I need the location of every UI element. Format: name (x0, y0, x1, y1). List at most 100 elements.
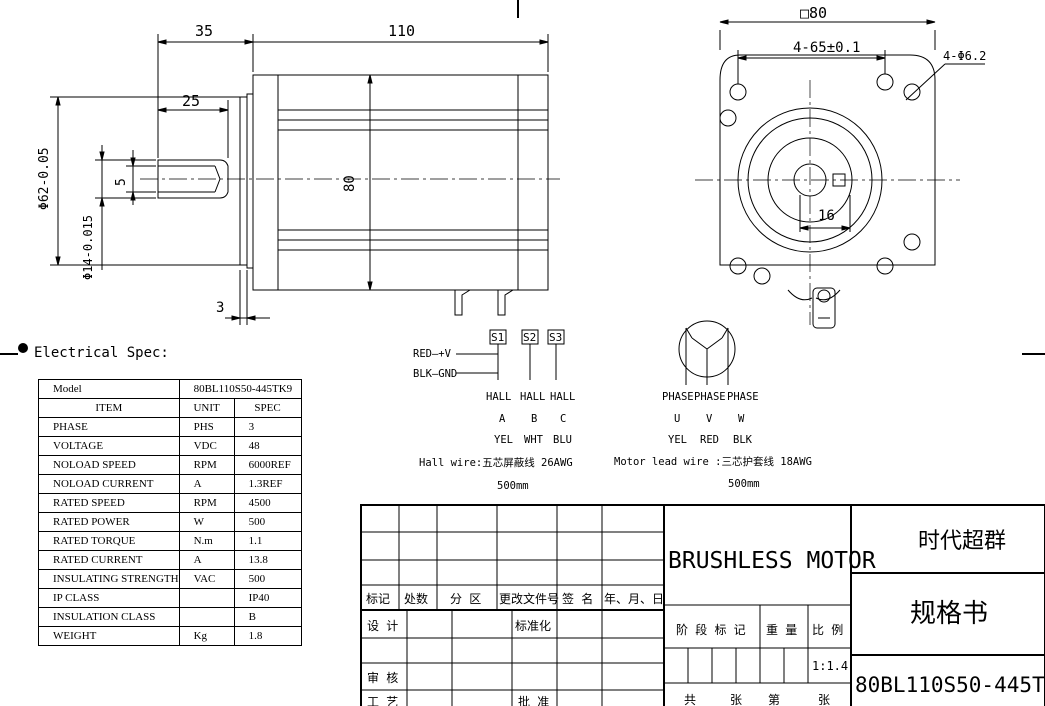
hall-wire-spec: Hall wire:五芯屏蔽线 26AWG (419, 456, 573, 469)
stage-label: 阶 段 标 记 (676, 622, 746, 637)
rev-col-zone: 分 区 (450, 592, 481, 606)
part-number: 80BL110S50-445TK9 (855, 673, 1045, 697)
spec-value: 1.1 (233, 531, 302, 551)
rev-col-mark: 标记 (366, 592, 390, 606)
approve-label: 批 准 (518, 694, 549, 706)
dim-14: Φ14-0.015 (81, 215, 95, 280)
spec-title: Electrical Spec: (34, 345, 169, 361)
sensor-s2: S2 (523, 331, 536, 344)
spec-value: 3 (233, 417, 302, 437)
spec-item: VOLTAGE (38, 436, 180, 456)
phase-name-w: W (738, 413, 745, 425)
spec-item: NOLOAD SPEED (38, 455, 180, 475)
table-row: IP CLASS IP40 (38, 588, 302, 608)
phase-color-u: YEL (668, 434, 687, 446)
spec-value: 48 (233, 436, 302, 456)
hall-phase-c: C (560, 413, 566, 425)
table-row: INSULATION CLASS B (38, 607, 302, 627)
spec-unit (178, 607, 235, 627)
model-value: 80BL110S50-445TK9 (178, 379, 302, 399)
header-row: ITEM UNIT SPEC (38, 398, 302, 418)
spec-unit: VDC (178, 436, 235, 456)
spec-unit: RPM (178, 493, 235, 513)
phase-color-v: RED (700, 434, 719, 446)
hall-phase-b: B (531, 413, 537, 425)
hall-sensor-schematic (456, 329, 565, 380)
dim-5: 5 (114, 178, 129, 186)
product-title: BRUSHLESS MOTOR (668, 548, 876, 574)
weight-label: 重 量 (766, 623, 797, 637)
hall-color-c: BLU (553, 434, 572, 446)
rev-col-sign: 签 名 (562, 591, 593, 606)
company-name: 时代超群 (918, 529, 1006, 554)
spec-item: RATED SPEED (38, 493, 180, 513)
spec-value: 4500 (233, 493, 302, 513)
spec-unit: A (178, 550, 235, 570)
spec-value: 6000REF (233, 455, 302, 475)
dim-35: 35 (195, 22, 213, 40)
hall-phase-a: A (499, 413, 506, 425)
review-label: 审 核 (367, 670, 398, 685)
spec-value: 500 (233, 569, 302, 589)
rev-col-doc: 更改文件号 (499, 591, 559, 606)
sensor-s3: S3 (549, 331, 562, 344)
spec-table: Model 80BL110S50-445TK9 ITEM UNIT SPEC P… (38, 379, 302, 646)
total-label: 共 (684, 693, 696, 706)
spec-value: IP40 (233, 588, 302, 608)
spec-value: 1.8 (233, 626, 302, 646)
spec-unit: W (178, 512, 235, 532)
motor-wire-spec: Motor lead wire :三芯护套线 18AWG (614, 455, 812, 468)
spec-unit (178, 588, 235, 608)
header-unit: UNIT (178, 398, 235, 418)
spec-item: RATED CURRENT (38, 550, 180, 570)
hall-label-a: HALL (486, 391, 511, 403)
phase-label-v: PHASE (694, 391, 726, 403)
spec-unit: N.m (178, 531, 235, 551)
spec-value: B (233, 607, 302, 627)
spec-item: RATED TORQUE (38, 531, 180, 551)
spec-item: INSULATION CLASS (38, 607, 180, 627)
phase-name-v: V (706, 413, 713, 425)
rev-col-date: 年、月、日 (604, 592, 664, 606)
spec-value: 13.8 (233, 550, 302, 570)
model-row: Model 80BL110S50-445TK9 (38, 379, 302, 399)
spec-value: 1.3REF (233, 474, 302, 494)
motor-winding-schematic (678, 320, 736, 385)
phase-name-u: U (674, 413, 680, 425)
rev-col-count: 处数 (404, 591, 428, 606)
spec-item: PHASE (38, 417, 180, 437)
hall-label-b: HALL (520, 391, 545, 403)
scale-value: 1:1.4 (812, 659, 848, 673)
phase-color-w: BLK (733, 434, 753, 446)
bullet-icon (18, 343, 28, 353)
hall-wire-length: 500mm (497, 480, 529, 492)
dim-hole-diameter: 4-Φ6.2 (943, 49, 986, 63)
title-block-grid (360, 504, 1045, 706)
front-view (695, 19, 985, 329)
spec-unit: PHS (178, 417, 235, 437)
model-label: Model (38, 379, 180, 399)
motor-wire-length: 500mm (728, 478, 760, 490)
phase-label-u: PHASE (662, 391, 694, 403)
phase-label-w: PHASE (727, 391, 759, 403)
spec-item: NOLOAD CURRENT (38, 474, 180, 494)
spec-item: INSULATING STRENGTH (38, 569, 180, 589)
dim-62: Φ62-0.05 (37, 147, 52, 210)
red-wire-label: RED—+V (413, 348, 452, 360)
dim-3: 3 (216, 300, 224, 316)
spec-unit: Kg (178, 626, 235, 646)
dim-25: 25 (182, 92, 200, 110)
spec-item: IP CLASS (38, 588, 180, 608)
hall-color-a: YEL (494, 434, 513, 446)
hall-color-b: WHT (524, 434, 544, 446)
header-spec: SPEC (233, 398, 302, 418)
